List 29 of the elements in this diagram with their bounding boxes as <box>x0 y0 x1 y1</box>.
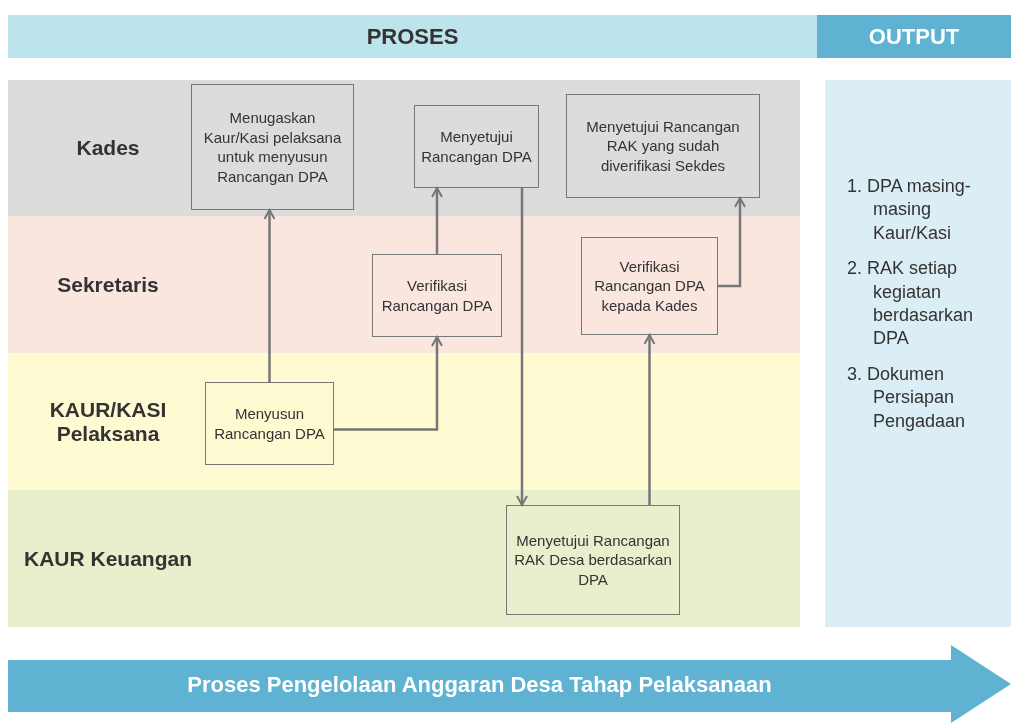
arrow <box>334 336 443 431</box>
list-item: 1. DPA masing-masing Kaur/Kasi <box>847 175 972 245</box>
arrow <box>263 209 276 382</box>
process-box: Verifikasi Rancangan DPA <box>372 254 502 337</box>
lane-title: Sekretaris <box>56 272 160 297</box>
swimlane <box>8 353 800 490</box>
process-box: Menyusun Rancangan DPA <box>205 382 334 465</box>
lane-title: KAUR/KASI Pelaksana <box>48 397 168 446</box>
output-panel <box>825 80 1011 627</box>
arrow <box>643 334 656 505</box>
arrow <box>431 187 443 254</box>
arrow <box>718 197 746 288</box>
process-box: Menyetujui Rancangan RAK yang sudah diverifikasi Sekdes <box>566 94 760 198</box>
list-item: 3. Dokumen Persiapan Pengadaan <box>847 362 967 433</box>
process-box: Menyetujui Rancangan RAK Desa berdasarkan DPA <box>506 505 680 615</box>
process-box: Menugaskan Kaur/Kasi pelaksana untuk menyusun Rancangan DPA <box>191 84 354 210</box>
banner-text: Proses Pengelolaan Anggaran Desa Tahap Pelaksanaan <box>186 671 773 699</box>
process-box: Menyetujui Rancangan DPA <box>414 105 539 188</box>
swimlane <box>8 80 800 216</box>
swimlane <box>8 216 800 353</box>
arrow <box>516 188 528 506</box>
swimlane <box>8 490 800 627</box>
process-box: Verifikasi Rancangan DPA kepada Kades <box>581 237 718 335</box>
lane-title: Kades <box>75 136 141 160</box>
header-band: PROSES <box>8 15 817 58</box>
header-band: OUTPUT <box>817 15 1011 58</box>
list-item: 2. RAK setiap kegiatan berdasarkan DPA <box>847 257 975 351</box>
process-arrow-banner <box>8 645 1011 723</box>
lane-title: KAUR Keuangan <box>23 546 193 571</box>
